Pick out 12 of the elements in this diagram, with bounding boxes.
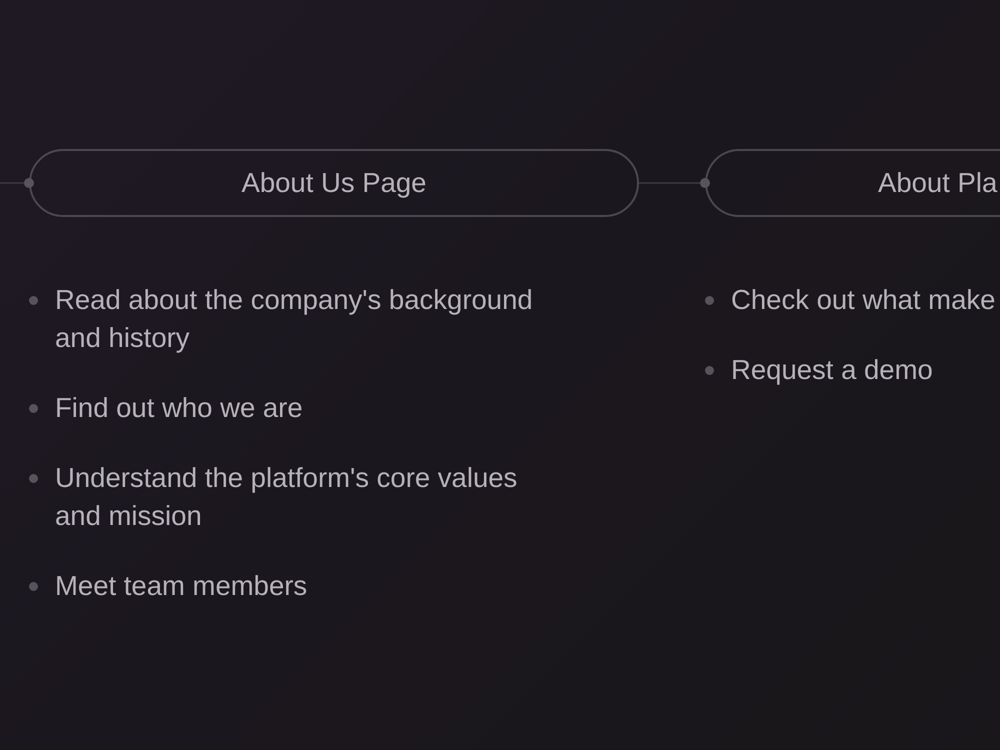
list-item-text: Meet team members xyxy=(55,569,308,603)
list-item-text: Understand the platform's core values and mission xyxy=(55,461,518,533)
connector-line xyxy=(639,178,710,188)
node-title: About Us Page xyxy=(242,166,426,200)
pill-node xyxy=(705,149,1000,217)
list-item-text: Check out what make xyxy=(731,283,996,317)
node-title: About Pla xyxy=(878,166,998,200)
list-item-text: Read about the company's background and history xyxy=(55,283,534,355)
pill-node xyxy=(29,149,639,217)
list-item-text: Find out who we are xyxy=(55,391,303,425)
connector-line xyxy=(0,178,34,188)
list-item-text: Request a demo xyxy=(731,353,933,387)
